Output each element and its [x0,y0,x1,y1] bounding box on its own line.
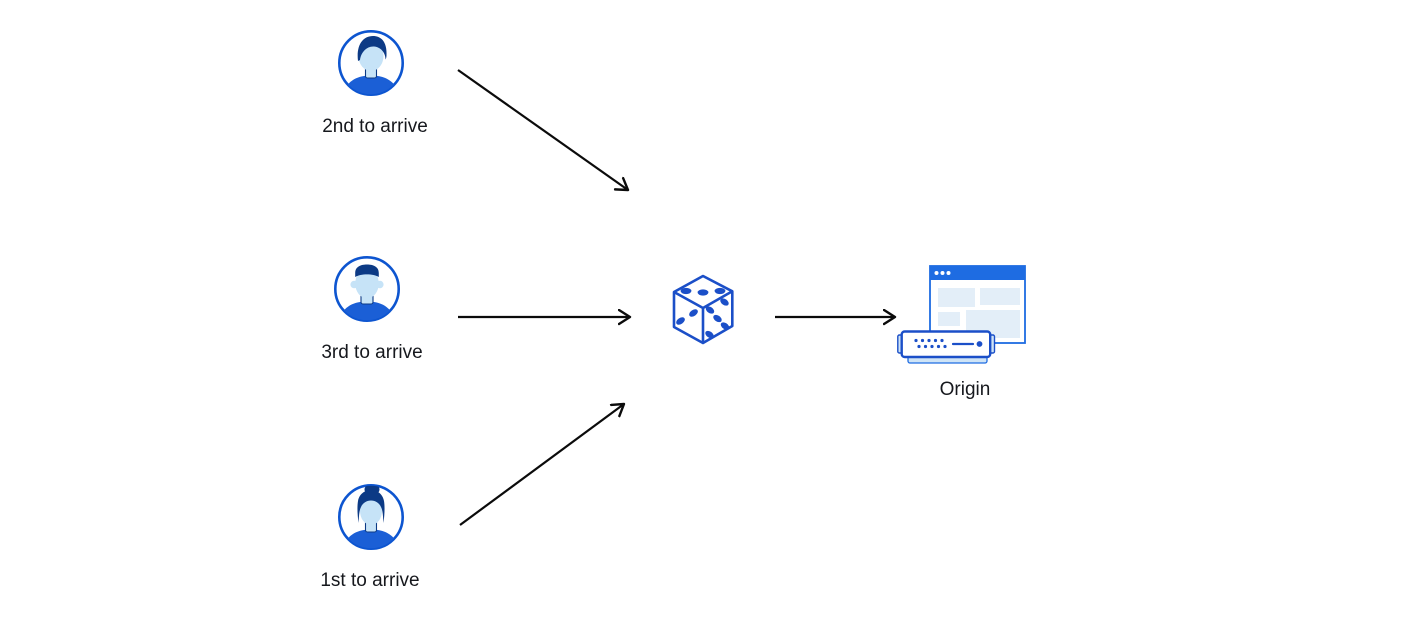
visitor2-label: 2nd to arrive [322,116,428,137]
visitor1-label: 1st to arrive [320,570,420,591]
man-flat-hair-avatar-icon [333,255,401,323]
origin-label: Origin [939,379,991,400]
woman-bun-avatar-icon [337,483,405,551]
arrow-visitor2-to-dice [457,69,628,190]
arrow-visitor1-to-dice [459,404,624,526]
visitor3-label: 3rd to arrive [321,342,423,363]
server-icon [897,330,996,364]
dice-icon [672,274,734,345]
browser-window-icon [929,265,1026,344]
man-swept-hair-avatar-icon [337,29,405,97]
origin-server-browser-icon [897,265,1026,364]
